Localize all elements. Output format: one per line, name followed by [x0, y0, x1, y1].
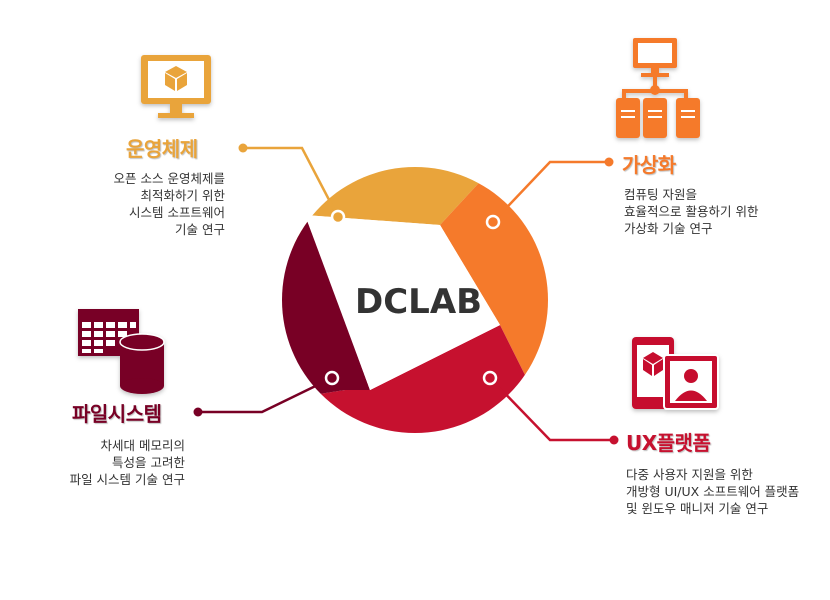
- server-network-icon: [616, 38, 700, 138]
- center-label: DCLAB: [355, 282, 483, 322]
- virtualization-line-3: 가상화 기술 연구: [624, 221, 713, 236]
- filesystem-description: 차세대 메모리의 특성을 고려한 파일 시스템 기술 연구: [40, 437, 185, 488]
- monitor-cube-icon: [141, 55, 211, 118]
- ux-line-1: 다중 사용자 지원을 위한: [626, 467, 753, 482]
- dot-filesystem-inner: [324, 370, 340, 386]
- filesystem-title: 파일시스템: [72, 402, 162, 426]
- os-line-4: 기술 연구: [175, 222, 225, 237]
- ux-line-3: 및 윈도우 매니저 기술 연구: [626, 501, 769, 516]
- connector-filesystem: [200, 376, 333, 414]
- filesystem-line-2: 특성을 고려한: [112, 455, 185, 470]
- connector-virtualization: [492, 160, 607, 223]
- virtualization-title: 가상화: [622, 153, 676, 177]
- os-line-1: 오픈 소스 운영체제를: [113, 171, 225, 186]
- os-line-2: 최적화하기 위한: [140, 188, 225, 203]
- ux-line-2: 개방형 UI/UX 소프트웨어 플랫폼: [626, 484, 800, 499]
- filesystem-line-1: 차세대 메모리의: [100, 438, 185, 453]
- dot-ux-outer: [609, 435, 619, 445]
- tablet-user-icon: [632, 337, 719, 410]
- dot-os-outer: [238, 143, 248, 153]
- ux-description: 다중 사용자 지원을 위한 개방형 UI/UX 소프트웨어 플랫폼 및 윈도우 …: [626, 466, 799, 517]
- dot-ux-inner: [482, 370, 498, 386]
- virtualization-description: 컴퓨팅 자원을 효율적으로 활용하기 위한 가상화 기술 연구: [624, 186, 758, 237]
- dot-filesystem-outer: [193, 407, 203, 417]
- os-line-3: 시스템 소프트웨어: [129, 205, 225, 220]
- dot-virtualization-outer: [604, 157, 614, 167]
- connector-os: [245, 146, 340, 218]
- dot-os-inner: [330, 209, 346, 225]
- os-description: 오픈 소스 운영체제를 최적화하기 위한 시스템 소프트웨어 기술 연구: [80, 170, 225, 238]
- filesystem-line-3: 파일 시스템 기술 연구: [69, 472, 185, 487]
- virtualization-line-1: 컴퓨팅 자원을: [624, 187, 697, 202]
- calendar-database-icon: [78, 309, 165, 394]
- connector-ux: [489, 377, 612, 442]
- os-title: 운영체제: [126, 137, 198, 161]
- dot-virtualization-inner: [485, 214, 501, 230]
- ux-title: UX플랫폼: [626, 431, 711, 455]
- virtualization-line-2: 효율적으로 활용하기 위한: [624, 204, 759, 219]
